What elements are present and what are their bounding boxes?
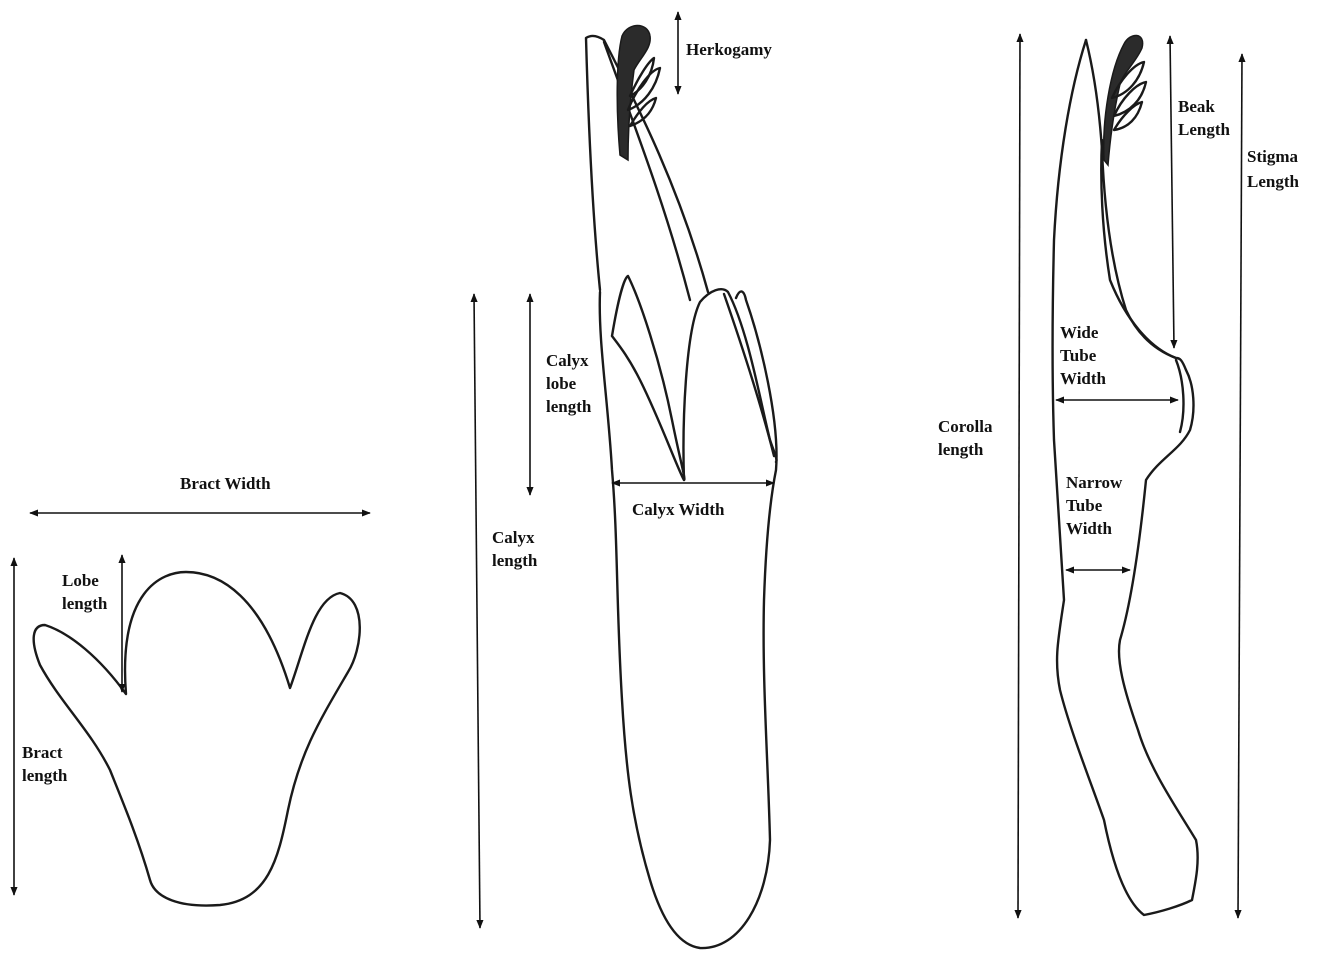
wide-tube-width-label: Wide Tube Width [1060, 323, 1107, 388]
calyx-body-outline [600, 291, 777, 948]
corolla-throat-inner [1176, 360, 1183, 432]
bract-drawing [34, 572, 360, 906]
lobe-length-label: Lobe length [62, 571, 108, 613]
bract-length-label: Bract length [22, 743, 68, 785]
calyx-length-arrow [474, 294, 480, 928]
corolla-length-arrow [1018, 34, 1020, 918]
narrow-tube-width-label: Narrow Tube Width [1066, 473, 1127, 538]
calyx-drawing [586, 26, 777, 949]
stigma-length-label: Stigma Length [1247, 147, 1302, 191]
stigma-length-arrow [1238, 54, 1242, 918]
calyx-lobe-right [684, 289, 777, 480]
calyx-lobe-length-label: Calyx lobe length [546, 351, 593, 416]
calyx-lobe-left [612, 276, 684, 480]
beak-length-arrow [1170, 36, 1174, 348]
calyx-length-label: Calyx length [492, 528, 539, 570]
herkogamy-label: Herkogamy [686, 40, 772, 59]
bract-outline [34, 572, 360, 906]
corolla-length-label: Corolla length [938, 417, 997, 459]
calyx-width-label: Calyx Width [632, 500, 725, 519]
beak-length-label: Beak Length [1178, 97, 1231, 139]
bract-width-label: Bract Width [180, 474, 271, 493]
